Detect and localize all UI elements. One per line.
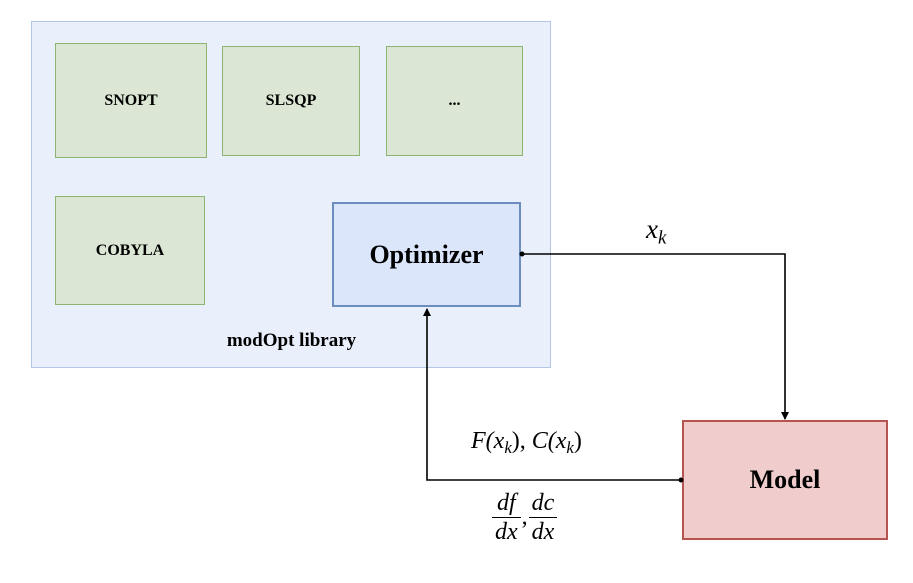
- arrow-optimizer-to-model: [521, 253, 789, 420]
- derivative-label: df dx , dc dx: [492, 489, 558, 546]
- arrow-model-to-optimizer: [423, 308, 682, 481]
- solver-cobyla: COBYLA: [55, 196, 205, 305]
- response-label: F(xk), C(xk): [471, 428, 582, 458]
- library-label: modOpt library: [226, 330, 357, 351]
- optimizer-box: Optimizer: [332, 202, 521, 307]
- arrow-tail-dot: [519, 251, 525, 257]
- solver-snopt: SNOPT: [55, 43, 207, 158]
- arrow-tail-dot: [678, 477, 684, 483]
- solver-more: ...: [386, 46, 523, 156]
- design-variable-label: xk: [646, 214, 667, 249]
- model-box: Model: [682, 420, 888, 540]
- solver-slsqp: SLSQP: [222, 46, 360, 156]
